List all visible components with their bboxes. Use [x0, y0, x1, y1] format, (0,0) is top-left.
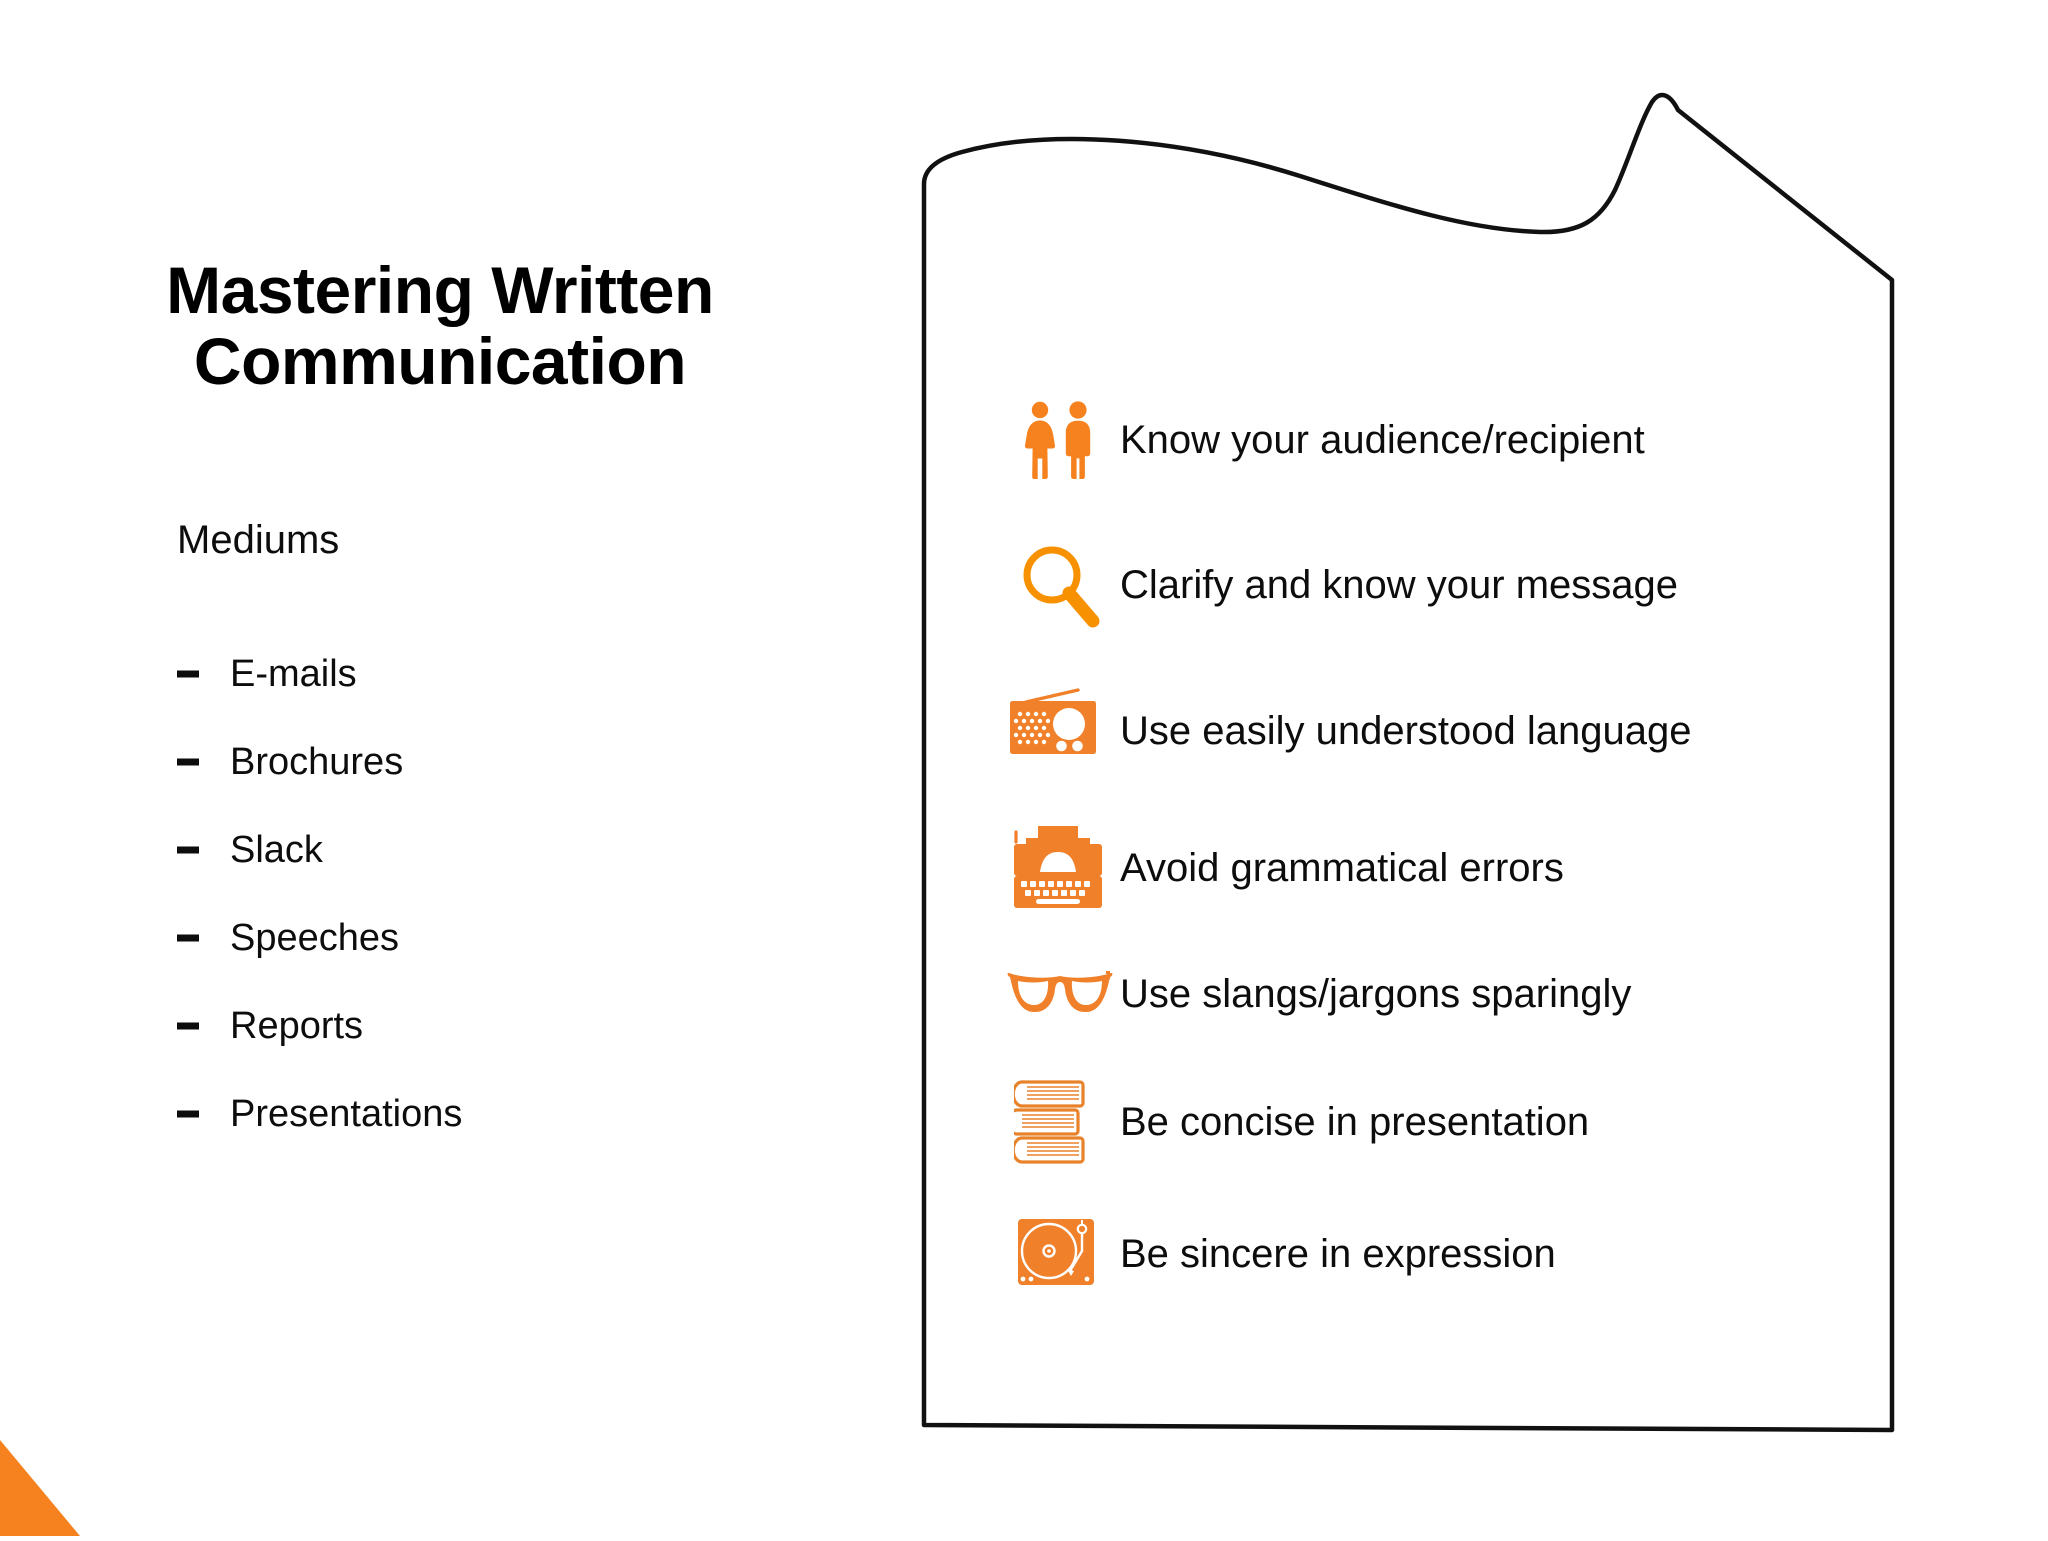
dash-bullet-icon [177, 846, 199, 854]
list-item: Brochures [177, 718, 797, 806]
tip-label: Use easily understood language [1120, 709, 1692, 753]
page-title: Mastering Written Communication [166, 253, 714, 399]
typewriter-icon [1000, 813, 1120, 923]
tip-label: Be concise in presentation [1120, 1099, 1590, 1144]
mediums-heading: Mediums [177, 518, 340, 562]
tip-row: Know your audience/recipient [1000, 370, 1900, 510]
tip-row: Be sincere in expression [1000, 1189, 1900, 1319]
tips-list: Know your audience/recipient Clarify and… [1000, 370, 1900, 1319]
dash-bullet-icon [177, 758, 199, 766]
list-item-label: Brochures [230, 741, 404, 783]
torn-paper-panel [880, 80, 1970, 1460]
list-item: Speeches [177, 894, 797, 982]
orange-triangle-icon [0, 1440, 80, 1536]
list-item-label: E-mails [230, 653, 357, 695]
tip-label: Avoid grammatical errors [1120, 846, 1564, 890]
torn-paper-outline-icon [921, 92, 1895, 1433]
tip-row: Clarify and know your message [1000, 510, 1900, 660]
list-item: Reports [177, 982, 797, 1070]
dash-bullet-icon [177, 670, 199, 678]
tip-label: Know your audience/recipient [1120, 418, 1645, 462]
tip-row: Avoid grammatical errors [1000, 802, 1900, 934]
books-stack-icon [1000, 1067, 1120, 1177]
people-icon [1000, 385, 1120, 495]
tip-row: Use easily understood language [1000, 660, 1900, 802]
radio-icon [1000, 676, 1120, 786]
tip-label: Use slangs/jargons sparingly [1120, 972, 1632, 1016]
dash-bullet-icon [177, 1110, 199, 1118]
tip-row: Be concise in presentation [1000, 1054, 1900, 1189]
list-item: Slack [177, 806, 797, 894]
mediums-list: E-mails Brochures Slack Speeches Reports [177, 630, 797, 1158]
left-column: Mastering Written Communication Mediums … [0, 0, 880, 1536]
corner-triangle-decoration [0, 1440, 90, 1536]
tip-row: Use slangs/jargons sparingly [1000, 934, 1900, 1054]
list-item: E-mails [177, 630, 797, 718]
list-item: Presentations [177, 1070, 797, 1158]
turntable-icon [1000, 1199, 1120, 1309]
list-item-label: Reports [230, 1005, 364, 1047]
tip-label: Be sincere in expression [1120, 1232, 1556, 1276]
dash-bullet-icon [177, 1022, 199, 1030]
list-item-label: Presentations [230, 1093, 463, 1135]
dash-bullet-icon [177, 934, 199, 942]
eyeglasses-icon [1000, 939, 1120, 1049]
tip-label: Clarify and know your message [1120, 563, 1679, 607]
list-item-label: Slack [230, 829, 323, 871]
magnifier-icon [1000, 530, 1120, 640]
list-item-label: Speeches [230, 917, 400, 959]
